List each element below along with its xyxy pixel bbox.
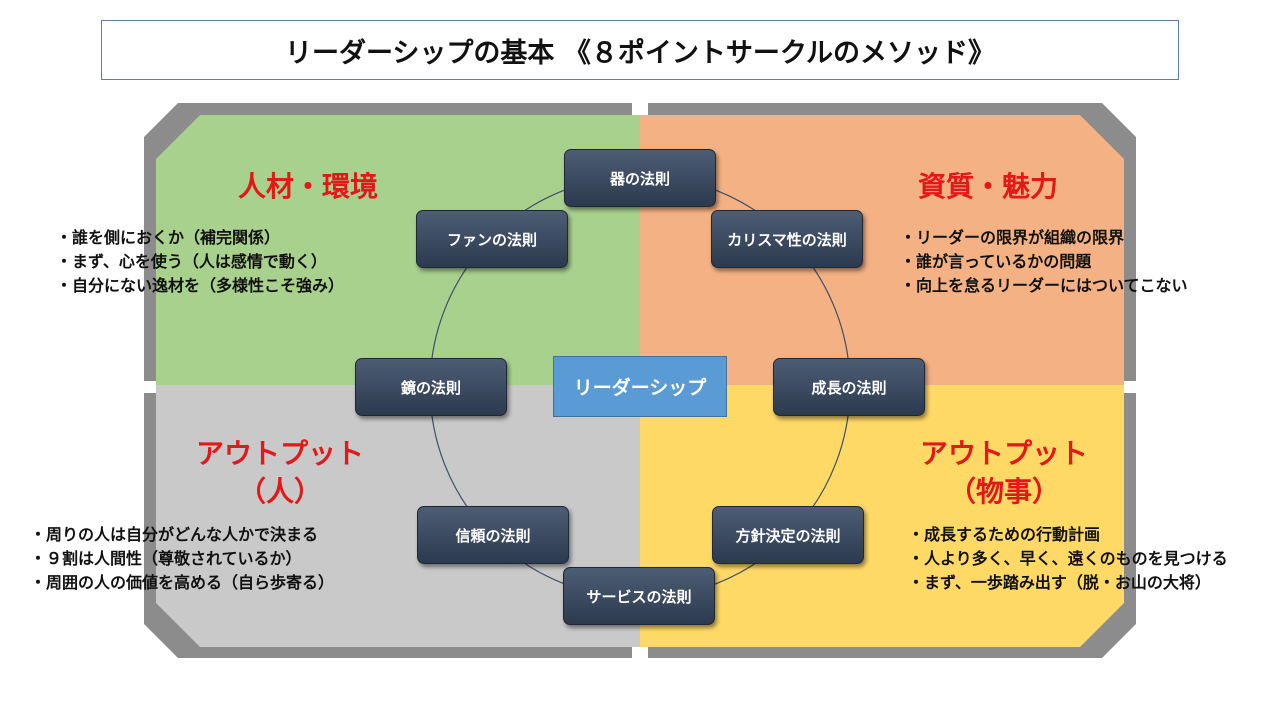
bullet-item: ・周りの人は自分がどんな人かで決まる bbox=[30, 525, 319, 544]
bullet-item: ・誰を側におくか（補完関係） bbox=[56, 228, 281, 247]
quadrant-title-bottom-left-line2: （人） bbox=[237, 475, 322, 508]
bullet-item: ・自分にない逸材を（多様性こそ強み） bbox=[56, 276, 345, 295]
law-node-left: 鏡の法則 bbox=[355, 358, 507, 416]
bullet-list-bottom-right: ・成長するための行動計画 ・人より多く、早く、遠くのものを見つける ・まず、一歩… bbox=[908, 523, 1228, 595]
quadrant-top-right bbox=[640, 115, 1124, 385]
quadrant-title-bottom-right-line2: （物事） bbox=[947, 475, 1060, 508]
center-node: リーダーシップ bbox=[553, 356, 727, 417]
quadrant-top-left bbox=[156, 115, 640, 385]
quadrant-bottom-right bbox=[640, 385, 1124, 647]
quadrant-bottom-left bbox=[156, 385, 640, 647]
bullet-item: ・誰が言っているかの問題 bbox=[900, 252, 1092, 271]
bullet-item: ・９割は人間性（尊敬されているか） bbox=[30, 549, 302, 568]
bullet-item: ・周囲の人の価値を高める（自ら歩寄る） bbox=[30, 573, 335, 592]
law-node-bottom: サービスの法則 bbox=[563, 567, 715, 625]
law-node-right: 成長の法則 bbox=[773, 358, 925, 416]
law-node-top-right: カリスマ性の法則 bbox=[711, 210, 863, 268]
bullet-item: ・向上を怠るリーダーにはついてこない bbox=[900, 276, 1188, 295]
bullet-list-bottom-left: ・周りの人は自分がどんな人かで決まる ・９割は人間性（尊敬されているか） ・周囲… bbox=[30, 523, 334, 595]
quadrant-title-top-left: 人材・環境 bbox=[237, 170, 378, 203]
law-node-bottom-right: 方針決定の法則 bbox=[712, 506, 864, 564]
bullet-item: ・まず、一歩踏み出す（脱・お山の大将） bbox=[908, 573, 1211, 592]
quadrant-title-bottom-right: アウトプット （物事） bbox=[904, 435, 1104, 511]
law-node-top: 器の法則 bbox=[564, 149, 716, 207]
bullet-item: ・まず、心を使う（人は感情で動く） bbox=[56, 252, 327, 271]
law-node-top-left: ファンの法則 bbox=[416, 210, 568, 268]
bullet-list-top-left: ・誰を側におくか（補完関係） ・まず、心を使う（人は感情で動く） ・自分にない逸… bbox=[56, 226, 344, 298]
bullet-item: ・リーダーの限界が組織の限界 bbox=[900, 228, 1125, 247]
quadrant-title-bottom-right-line1: アウトプット bbox=[919, 437, 1088, 470]
quadrant-title-bottom-left-line1: アウトプット bbox=[195, 437, 364, 470]
quadrant-title-bottom-left: アウトプット （人） bbox=[180, 435, 380, 511]
bullet-list-top-right: ・リーダーの限界が組織の限界 ・誰が言っているかの問題 ・向上を怠るリーダーには… bbox=[900, 226, 1188, 298]
bullet-item: ・成長するための行動計画 bbox=[908, 525, 1101, 544]
quadrant-title-top-right: 資質・魅力 bbox=[917, 170, 1058, 203]
bullet-item: ・人より多く、早く、遠くのものを見つける bbox=[908, 549, 1228, 568]
page-title: リーダーシップの基本 《８ポイントサークルのメソッド》 bbox=[101, 20, 1179, 80]
law-node-bottom-left: 信頼の法則 bbox=[417, 506, 569, 564]
